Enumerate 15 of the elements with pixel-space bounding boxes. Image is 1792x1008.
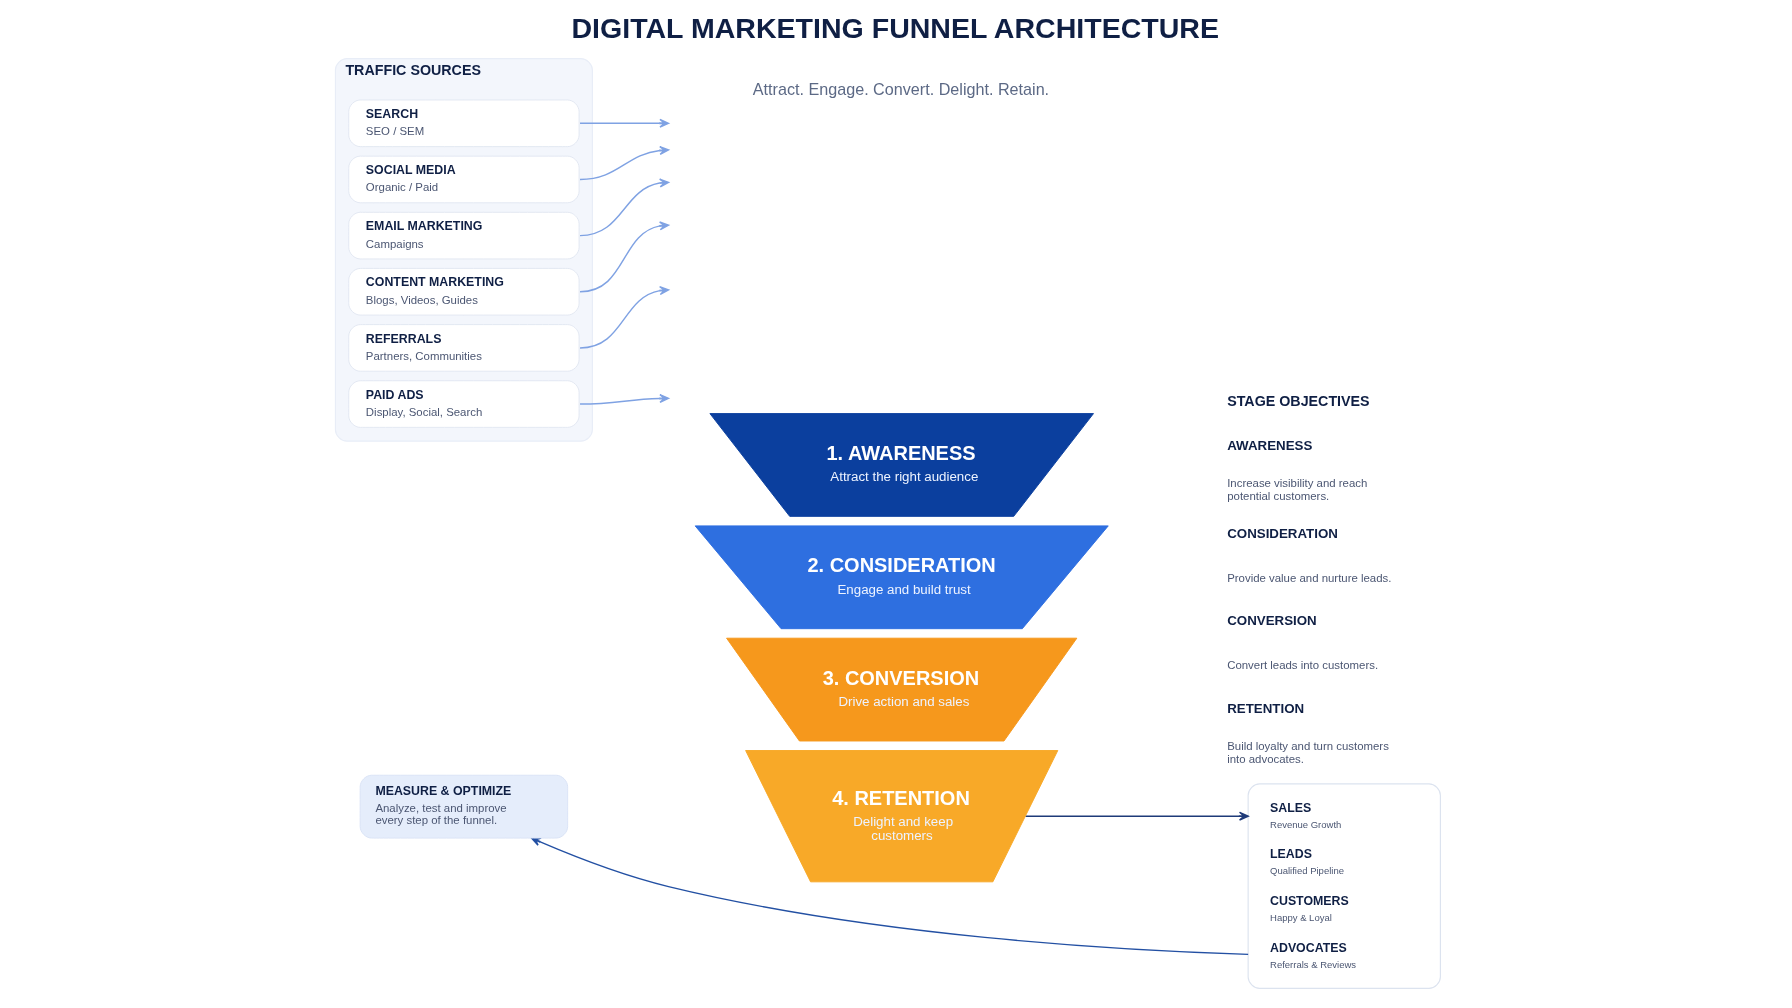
diagram-title: DIGITAL MARKETING FUNNEL ARCHITECTURE <box>571 11 1220 44</box>
label: RETENTION <box>1227 700 1305 716</box>
node-text: CUSTOMERS Happy & Loyal <box>1270 894 1349 923</box>
label: STAGE OBJECTIVES <box>1227 392 1370 409</box>
node-text: LEADS Qualified Pipeline <box>1270 847 1344 877</box>
label: Provide value and nurture leads. <box>1227 571 1392 584</box>
label: CONSIDERATION <box>1227 525 1338 541</box>
label: AWARENESS <box>1227 437 1313 453</box>
node-text: SALES Revenue Growth <box>1270 800 1342 830</box>
node-text: ADVOCATES Referrals & Reviews <box>1270 940 1357 970</box>
label: Convert leads into customers. <box>1227 659 1379 672</box>
label: Increase visibility and reach potential customers. <box>1227 477 1368 502</box>
label: Build loyalty and turn customers into advocates. <box>1227 740 1389 765</box>
label: CONVERSION <box>1227 613 1317 629</box>
label: Attract. Engage. Convert. Delight. Retain. <box>752 79 1050 98</box>
